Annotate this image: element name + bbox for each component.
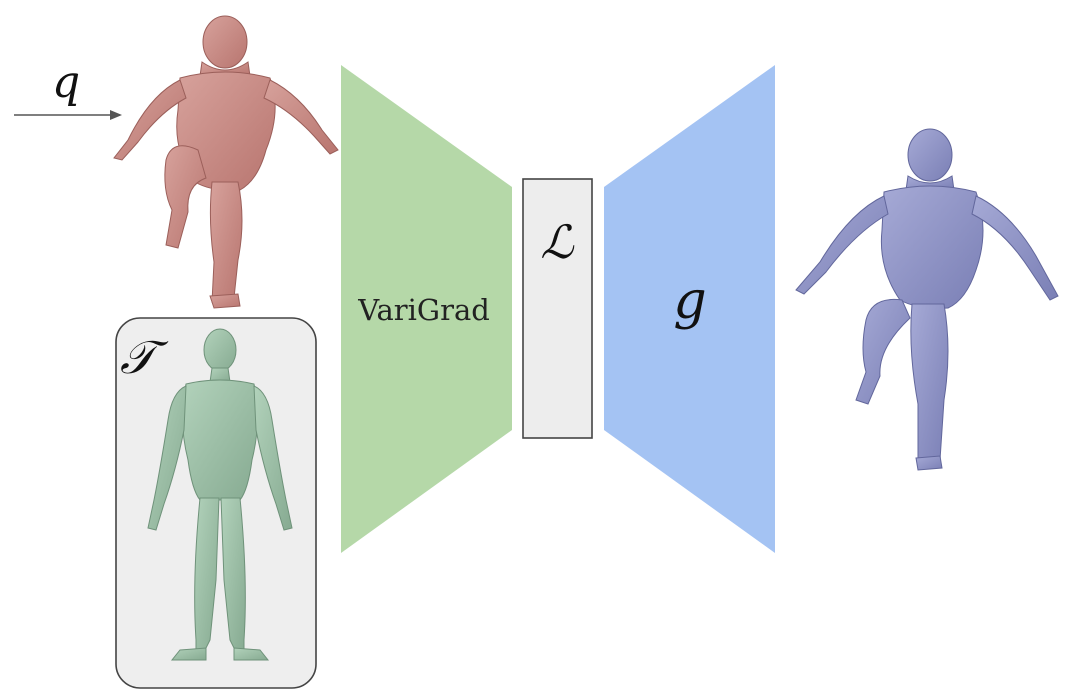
encoder-block — [341, 65, 512, 553]
decoder-block — [604, 65, 775, 553]
latent-label: ℒ — [540, 215, 574, 269]
encoder-label: VariGrad — [357, 293, 490, 327]
template-body-mesh-icon — [147, 328, 293, 661]
decoder-label: g — [673, 271, 706, 331]
input-body-mesh-icon — [113, 15, 339, 309]
output-body-mesh-icon — [795, 128, 1059, 471]
latent-box — [522, 178, 593, 439]
input-label: q — [52, 57, 80, 108]
